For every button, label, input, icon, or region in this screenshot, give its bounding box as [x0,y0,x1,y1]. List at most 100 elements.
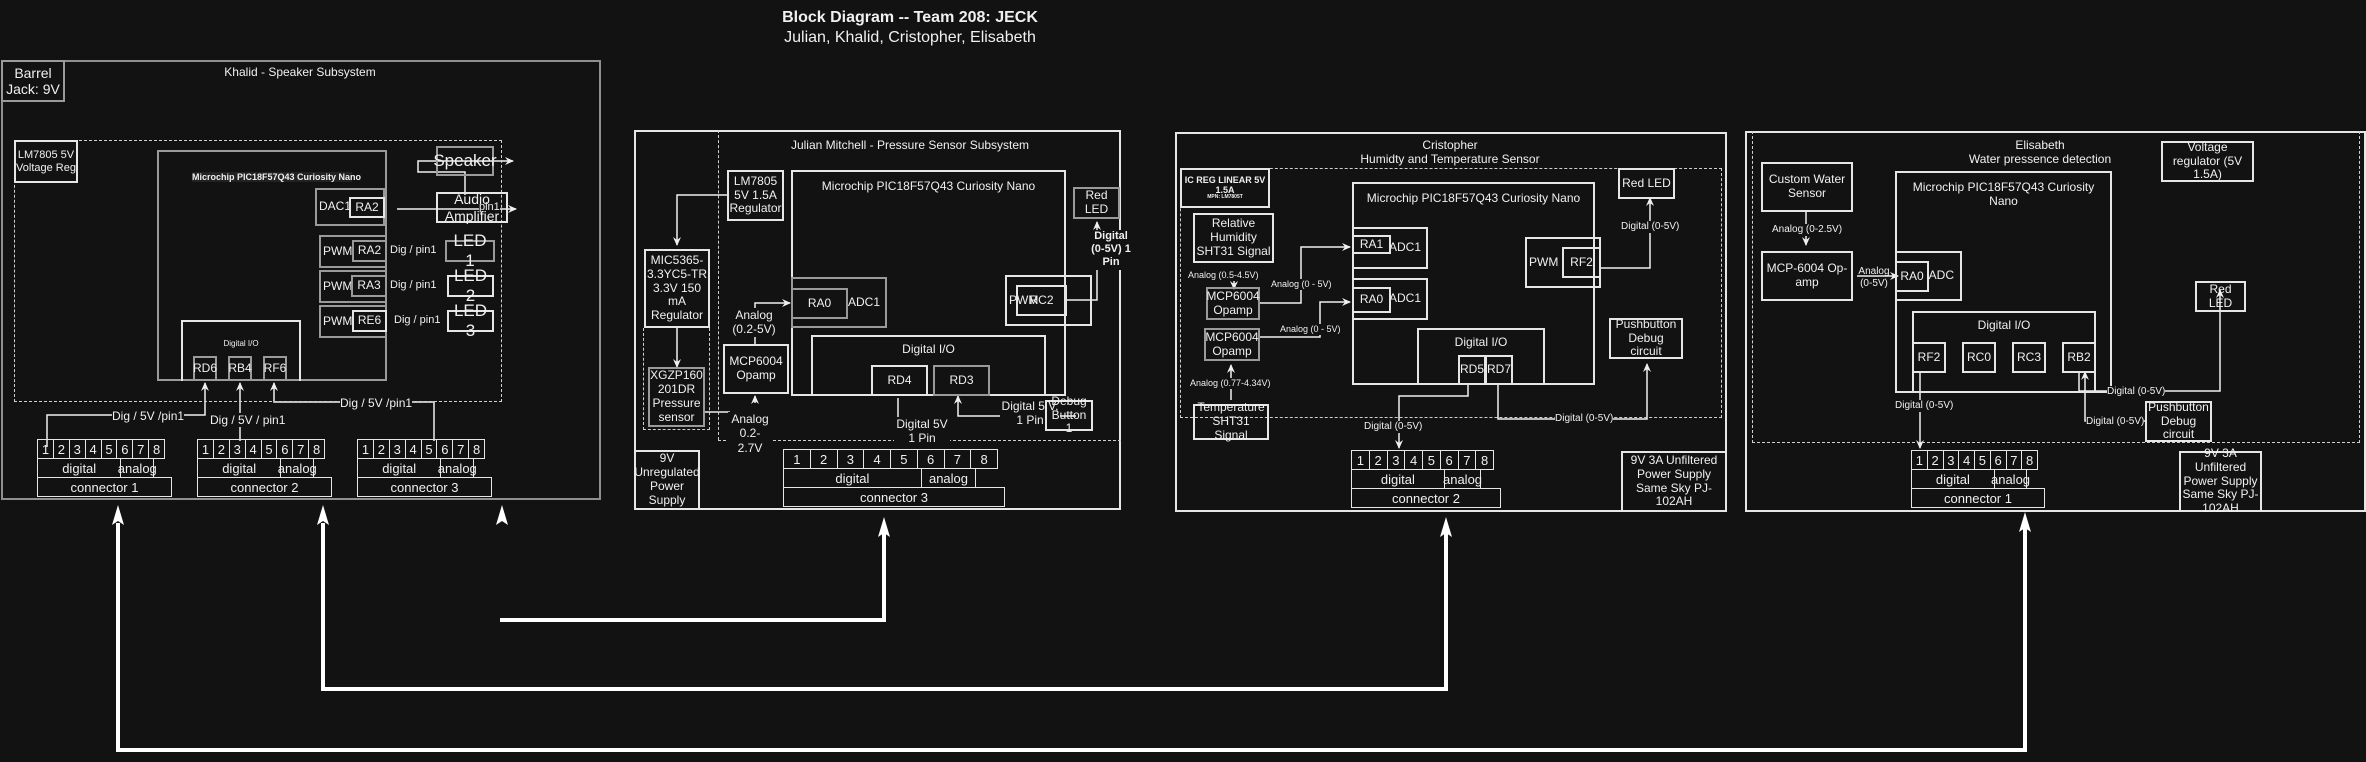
opamp-1-signal: Analog (0 - 5V) [1271,279,1332,290]
humidity-signal: Analog (0.5-4.5V) [1188,270,1259,281]
connector-pin-2: 2 [1368,450,1388,470]
cristopher-adc-1-pin: RA1 [1352,235,1391,254]
led-2: LED 2 [447,266,494,305]
elisabeth-regulator: Voltage regulator (5V 1.5A) [2161,140,2254,182]
water-sensor: Custom Water Sensor [1761,162,1853,212]
io-pin-rf2: RF2 [1912,342,1946,373]
julian-regulator-3v3: MIC5365-3.3YC5-TR 3.3V 150 mA Regulator [644,249,710,328]
connector-digital-label: digital [1351,469,1445,489]
connector-name: connector 1 [37,477,172,497]
temperature-sensor: Temperature SHT31 Signal [1193,400,1269,442]
connector-pin-8: 8 [970,449,998,469]
connector-pin-6: 6 [436,439,454,459]
connector-pin-4: 4 [244,439,262,459]
rb2-signal: Digital (0-5V) [2107,386,2166,398]
barrel-jack: Barrel Jack: 9V [1,60,65,102]
julian-power-supply: 9V Unregulated Power Supply [634,450,700,510]
io-pin-rd3: RD3 [933,365,990,396]
digital-io-label: Digital I/O [223,339,259,348]
connector-pin-1: 1 [37,439,54,459]
connector-pin-2: 2 [1926,450,1944,470]
rd4-signal: Digital 5V 1 Pin [894,417,950,446]
connector-analog-label: analog [1991,469,2030,489]
connector-name: connector 2 [1351,488,1501,508]
julian-divider [718,130,719,440]
opamp-2-signal: Analog (0 - 5V) [1280,324,1341,335]
connector-pin-5: 5 [100,439,118,459]
connector-pin-2: 2 [52,439,70,459]
connector-digital-label: digital [1911,469,1995,489]
connector-pin-1: 1 [197,439,214,459]
debug-button: Debug Button 1 [1045,394,1093,435]
connector-pin-6: 6 [1989,450,2007,470]
rc3-signal: Digital (0-5V) [2086,416,2145,428]
connector-pin-8: 8 [1475,450,1494,470]
cristopher-adc-2-pin: RA0 [1352,287,1391,313]
audio-amplifier: Audio Amplifier [436,191,508,224]
elisabeth-power-supply: 9V 3A Unfiltered Power Supply Same Sky P… [2179,446,2262,515]
cristopher-opamp-2: MCP6004 Opamp [1204,328,1260,361]
adc-module: ADC1 [1388,240,1421,255]
khalid-pwm-3-pin: RE6 [352,310,387,332]
connector-pin-6: 6 [276,439,294,459]
cristopher-subtitle: Humidty and Temperature Sensor [1360,152,1540,166]
cristopher-pwm-pin: RF2 [1562,247,1601,278]
cristopher-red-led: Red LED [1618,168,1675,199]
regulator-mpn: MPN: LM7805T [1207,194,1243,201]
elisabeth-pushbutton: Pushbutton Debug circuit [2145,400,2212,442]
mcu-label: Microchip PIC18F57Q43 Curiosity Nano [1366,191,1581,205]
cristopher-title: Cristopher [1422,138,1478,152]
cristopher-panel [1175,132,1727,512]
pwm-module: PWM [323,243,353,258]
opamp-signal: Analog (0-5V) [1858,266,1890,289]
rf2-signal: Digital (0-5V) [1895,400,1954,412]
io-pin-rd4: RD4 [871,365,928,396]
julian-title: Julian Mitchell - Pressure Sensor Subsys… [790,138,1030,152]
connector-pin-4: 4 [863,449,891,469]
cristopher-power-supply: 9V 3A Unfiltered Power Supply Same Sky P… [1621,451,1727,512]
connector-pin-4: 4 [1404,450,1423,470]
digital-io-label: Digital I/O [1454,335,1508,349]
elisabeth-subtitle: Water pressence detection [1968,152,2112,166]
adc-module: ADC [1928,268,1954,283]
pwm-module: PWM [323,313,353,328]
rd3-signal: Digital 5 V, 1 Pin [1000,399,1060,428]
connector-analog-label: analog [118,458,157,478]
connector-pin-3: 3 [228,439,246,459]
regulator-label: IC REG LINEAR 5V 1.5A [1184,174,1266,196]
connector-analog-label: analog [920,468,977,488]
dac-signal: pin1 [479,201,500,215]
bus-khalid2-cristopher2 [321,523,1448,691]
connector-pin-7: 7 [292,439,310,459]
adc-module: ADC1 [847,294,880,309]
connector-pin-1: 1 [783,449,811,469]
connector-pin-7: 7 [1457,450,1477,470]
rd7-signal: Digital (0-5V) [1555,413,1614,425]
digital-io-label: Digital I/O [1977,318,2031,332]
connector-pin-6: 6 [116,439,134,459]
elisabeth-adc-pin: RA0 [1895,261,1929,292]
cristopher-regulator: IC REG LINEAR 5V 1.5A MPN: LM7805T [1180,168,1270,208]
connector-pin-2: 2 [809,449,838,469]
pwm-2-signal: Dig / pin1 [390,279,437,293]
opamp-signal: Analog (0.2-5V) [731,308,777,337]
connector-digital-label: digital [783,468,922,488]
bus-khalid1-elisabeth1 [116,523,2027,752]
connector-digital-label: digital [37,458,122,478]
khalid-pwm-1-pin: RA2 [352,240,387,262]
connector-pin-6: 6 [1439,450,1459,470]
bus-khalid3-julian3 [500,526,886,622]
connector-pin-1: 1 [1911,450,1928,470]
khalid-dac-pin: RA2 [349,197,385,218]
connector-pin-4: 4 [84,439,102,459]
pressure-sensor: XGZP160 201DR Pressure sensor [648,367,705,427]
connector-pin-5: 5 [1422,450,1441,470]
khalid-regulated-zone [14,140,502,402]
connector-pin-5: 5 [260,439,278,459]
elisabeth-regulated-zone [1752,131,2360,443]
connector-digital-label: digital [357,458,442,478]
connector-name: connector 1 [1911,488,2045,508]
